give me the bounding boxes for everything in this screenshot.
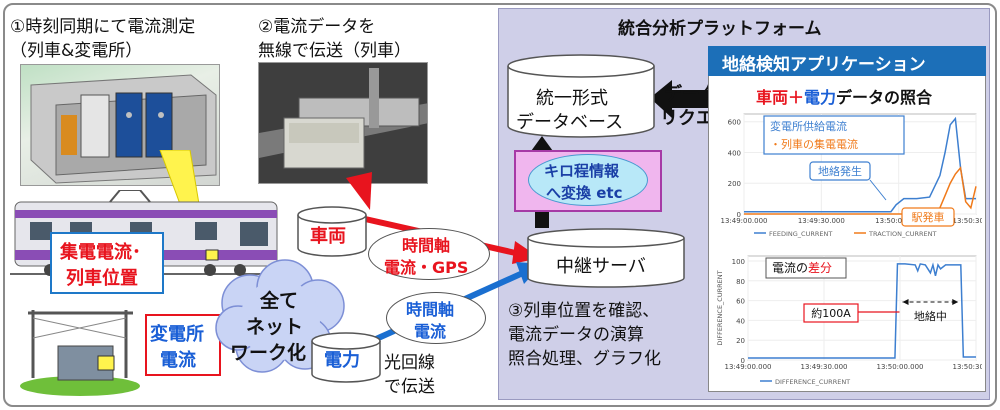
substation-illustration bbox=[20, 310, 140, 396]
y-tick-label: 100 bbox=[732, 258, 745, 266]
x-tick-label: 13:49:30.000 bbox=[800, 363, 847, 371]
annotation-fault: 地絡発生 bbox=[818, 164, 862, 178]
train-current-line2: 列車位置 bbox=[66, 268, 138, 289]
platform-title: 統合分析プラットフォーム bbox=[618, 19, 822, 39]
time-axis-gps-line1: 時間軸 bbox=[402, 236, 451, 255]
legend-traction: ・列車の集電電流 bbox=[770, 137, 858, 151]
substation-line1: 変電所 bbox=[150, 324, 204, 345]
annotation-fault-pointer bbox=[869, 179, 887, 201]
chart-title: 電流の差分 bbox=[772, 261, 832, 275]
wireless-unit-photo bbox=[258, 62, 428, 184]
wireless-beam bbox=[346, 172, 372, 210]
substation-line2: 電流 bbox=[160, 350, 196, 371]
km-convert-line1: キロ程情報 bbox=[544, 162, 620, 180]
y-tick-label: 20 bbox=[736, 337, 745, 345]
chart-title-part2: 差分 bbox=[808, 261, 832, 275]
subtitle-power: 電力 bbox=[804, 88, 837, 107]
step2-line2: 無線で伝送（列車） bbox=[258, 41, 411, 61]
x-tick-label: 13:50:00.000 bbox=[875, 217, 922, 225]
y-tick-label: 600 bbox=[728, 119, 741, 127]
step3-line1: ③列車位置を確認、 bbox=[508, 301, 660, 321]
km-convert-bubble bbox=[528, 154, 648, 206]
power-db-cylinder bbox=[311, 332, 381, 383]
fault-duration-arrowhead-right bbox=[952, 299, 959, 305]
y-tick-label: 200 bbox=[728, 180, 741, 188]
annotation-fault-duration: 地絡中 bbox=[914, 309, 947, 323]
current-comparison-chart: 0 200 400 600 13:49:00.000 13:49:30.000 13:50:… bbox=[720, 113, 982, 238]
bottom-legend-traction: TRACTION_CURRENT bbox=[868, 230, 937, 238]
power-db-label: 電力 bbox=[324, 350, 360, 371]
y-tick-label: 40 bbox=[736, 317, 745, 325]
y-tick-label: 80 bbox=[736, 278, 745, 286]
vehicle-db-cylinder bbox=[297, 206, 367, 257]
bottom-legend-feeding: FEEDING_CURRENT bbox=[769, 230, 832, 238]
legend-feeding: 変電所供給電流 bbox=[770, 119, 847, 133]
y-tick-label: 60 bbox=[736, 298, 745, 306]
y-tick-label: 0 bbox=[737, 211, 741, 219]
substation-current-box bbox=[145, 314, 221, 376]
step3-line2: 電流データの演算 bbox=[508, 325, 644, 345]
wireless-illustration bbox=[259, 63, 427, 183]
annotation-departure-box bbox=[901, 207, 955, 227]
difference-current-chart: 0 20 40 60 80 100 13:49:00.000 13:49:30.000 13:5… bbox=[716, 255, 982, 386]
annotation-100a-box bbox=[803, 303, 859, 323]
bottom-legend-difference: DIFFERENCE_CURRENT bbox=[775, 378, 850, 386]
x-tick-label: 13:49:00.000 bbox=[724, 363, 771, 371]
time-axis-current-line1: 時間軸 bbox=[406, 300, 455, 319]
subtitle-rest: データの照合 bbox=[836, 88, 933, 107]
network-cloud bbox=[215, 259, 345, 373]
train-current-line1: 集電電流･ bbox=[60, 242, 141, 263]
x-tick-label: 13:50:30.000 bbox=[952, 363, 982, 371]
y-axis-label: DIFFERENCE_CURRENT bbox=[716, 270, 724, 345]
time-axis-gps-line2: 電流・GPS bbox=[384, 258, 469, 277]
chart-title-part1: 電流の bbox=[772, 261, 808, 275]
step1-line2: （列車&変電所） bbox=[10, 41, 143, 61]
fault-duration-arrowhead-left bbox=[902, 299, 909, 305]
network-line3: ワーク化 bbox=[230, 342, 307, 364]
network-line1: 全て bbox=[260, 290, 299, 312]
app-header bbox=[708, 46, 986, 76]
step2-line1: ②電流データを bbox=[258, 17, 376, 37]
annotation-departure: 駅発車 bbox=[912, 210, 945, 224]
x-tick-label: 13:50:30.000 bbox=[952, 217, 982, 225]
unified-db-line2: データベース bbox=[516, 112, 624, 133]
time-axis-gps-bubble bbox=[368, 228, 490, 280]
app-title: 地絡検知アプリケーション bbox=[722, 55, 926, 75]
x-tick-label: 13:50:00.000 bbox=[876, 363, 923, 371]
unified-db-cylinder bbox=[507, 54, 655, 138]
y-tick-label: 400 bbox=[728, 149, 741, 157]
subtitle-plus: ＋ bbox=[788, 88, 805, 107]
step1-line1: ①時刻同期にて電流測定 bbox=[10, 17, 196, 37]
network-line2: ネット bbox=[246, 316, 304, 338]
unified-db-line1: 統一形式 bbox=[536, 88, 608, 109]
relay-server-cylinder bbox=[527, 228, 685, 288]
km-convert-line2: へ変換 etc bbox=[546, 184, 623, 202]
step3-line3: 照合処理、グラフ化 bbox=[508, 349, 661, 369]
app-subtitle: 車両＋電力データの照合 bbox=[756, 84, 932, 108]
series-line-difference-current bbox=[748, 262, 976, 359]
relay-server-label: 中継サーバ bbox=[556, 256, 646, 277]
fiber-line2: で伝送 bbox=[384, 377, 435, 397]
chart-title-box bbox=[765, 257, 847, 279]
vehicle-db-label: 車両 bbox=[310, 226, 346, 247]
subtitle-vehicle: 車両 bbox=[756, 88, 789, 107]
fiber-line1: 光回線 bbox=[384, 353, 435, 373]
x-tick-label: 13:49:30.000 bbox=[798, 217, 845, 225]
annotation-fault-box bbox=[809, 161, 871, 181]
train-current-box bbox=[50, 232, 164, 294]
time-axis-current-bubble bbox=[386, 292, 486, 344]
request-arrow bbox=[650, 80, 748, 118]
x-tick-label: 13:49:00.000 bbox=[720, 217, 767, 225]
time-axis-current-line2: 電流 bbox=[414, 322, 447, 341]
y-tick-label: 0 bbox=[741, 357, 745, 365]
annotation-100a: 約100A bbox=[811, 306, 851, 320]
legend-box bbox=[763, 115, 905, 155]
